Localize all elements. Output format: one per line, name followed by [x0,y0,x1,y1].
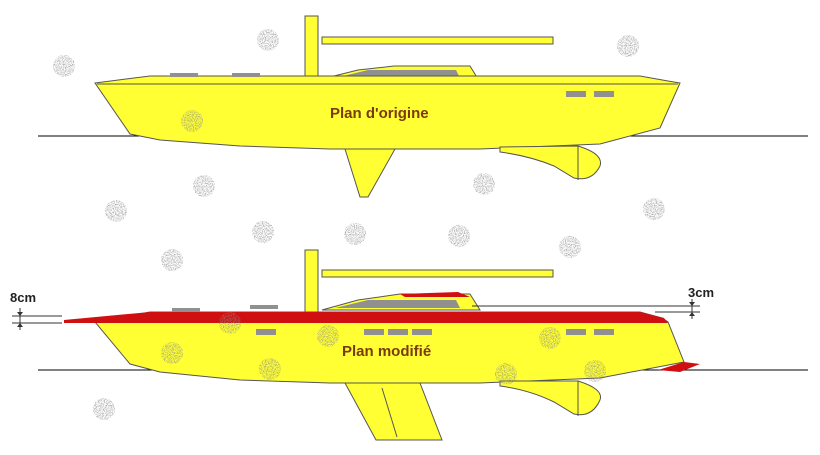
boom-top [321,36,554,45]
keel-bottom-inner [381,387,398,438]
speckle [219,312,241,334]
speckle [617,35,639,57]
speckle [181,110,203,132]
stern-arrow-up [689,312,695,316]
bow-dimension-label: 8cm [10,290,36,305]
stern-dimension: 3cm [472,285,714,319]
speckle [93,398,115,420]
bow-dimension: 8cm [10,290,62,330]
rudder-bottom [499,380,602,416]
speckle [448,225,470,247]
cabin-extension-bottom [400,292,470,297]
bow-arrow-down [17,312,23,316]
hatch-bottom-1 [172,308,200,312]
original-boat: Plan d'origine [38,15,808,198]
speckle [161,249,183,271]
porthole-bottom-4 [412,329,432,335]
porthole-bottom-1 [256,329,276,335]
speckle [344,223,366,245]
deck-extension [64,312,668,323]
bow-arrow-up [17,323,23,327]
stern-dimension-label: 3cm [688,285,714,300]
rudder-top [499,145,602,180]
porthole-bottom-3 [388,329,408,335]
porthole-top-2 [594,91,614,97]
speckle [161,342,183,364]
mast-top [304,15,319,79]
porthole-top-1 [566,91,586,97]
speckle [259,358,281,380]
modified-boat: Plan modifié [38,249,808,441]
boom-bottom [321,269,554,278]
speckle [495,363,517,385]
speckle [317,325,339,347]
hatch-top-2 [232,73,260,77]
speckle [559,236,581,258]
porthole-bottom-6 [594,329,614,335]
stern-extension [658,362,700,372]
speckle [643,198,665,220]
modified-plan-label: Plan modifié [342,343,431,360]
stern-arrow-down [689,302,695,306]
speckle [53,55,75,77]
hatch-top-1 [170,73,198,77]
porthole-bottom-2 [364,329,384,335]
speckle [584,360,606,382]
speckle [105,200,127,222]
original-plan-label: Plan d'origine [330,105,429,122]
keel-bottom [344,382,443,441]
keel-top [344,148,396,198]
porthole-bottom-5 [566,329,586,335]
speckle [257,29,279,51]
hatch-bottom-2 [250,305,278,309]
speckle-blobs [53,29,665,420]
mast-bottom [304,249,319,313]
speckle [473,173,495,195]
speckle [539,327,561,349]
cabin-window-bottom [335,300,460,308]
hull-top [94,75,681,150]
speckle [252,221,274,243]
speckle [193,175,215,197]
